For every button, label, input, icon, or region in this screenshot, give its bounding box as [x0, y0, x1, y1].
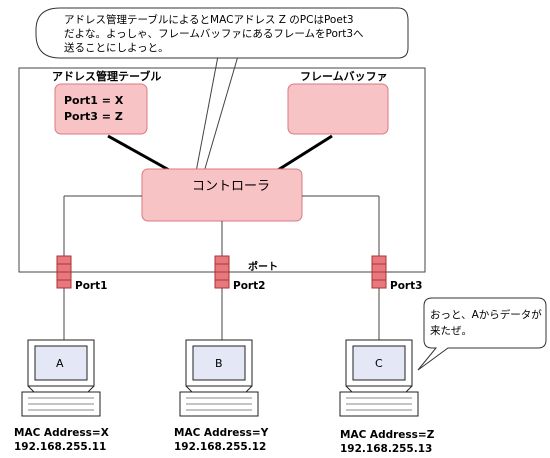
controller-label: コントローラ: [192, 179, 270, 194]
thought-line-2: だよな。よっしゃ、フレームバッファにあるフレームをPort3へ: [64, 28, 364, 40]
frame-buffer-label: フレームバッファ: [300, 70, 388, 83]
port-label: ポート: [248, 260, 278, 273]
speech-line-2: 来たぜ。: [430, 325, 472, 337]
controller-thought-bubble: [35, 7, 409, 59]
address-entry-port1: Port1 = X: [64, 94, 124, 107]
pc-a-screen-label: A: [56, 357, 64, 370]
address-entry-port3: Port3 = Z: [64, 110, 123, 123]
pc-c-speech-bubble: [417, 297, 547, 371]
port1-label: Port1: [75, 280, 107, 292]
port3-label: Port3: [390, 280, 422, 292]
address-table-label: アドレス管理テーブル: [52, 69, 161, 83]
pc-b-mac: MAC Address=Y: [174, 427, 269, 439]
thought-line-3: 送ることにしよっと。: [64, 41, 169, 54]
pc-c-mac: MAC Address=Z: [340, 429, 435, 441]
pc-a: [21, 339, 101, 417]
address-table-box: [54, 83, 148, 135]
port3-connector: [371, 255, 387, 289]
pc-b-ip: 192.168.255.12: [174, 441, 266, 453]
pc-b-screen-label: B: [215, 357, 223, 370]
controller-box: [141, 168, 303, 222]
pc-b: [179, 339, 259, 417]
pc-c-ip: 192.168.255.13: [340, 443, 432, 455]
pc-c: [339, 339, 419, 417]
speech-line-1: おっと、Aからデータが: [430, 308, 542, 321]
port2-connector: [214, 255, 230, 289]
frame-buffer-box: [287, 83, 389, 135]
port1-connector: [56, 255, 72, 289]
pc-c-screen-label: C: [375, 357, 383, 370]
port2-label: Port2: [233, 280, 265, 292]
bubble-pointer-right: [203, 55, 239, 173]
pc-a-ip: 192.168.255.11: [14, 441, 106, 453]
pc-a-mac: MAC Address=X: [14, 427, 109, 439]
thought-line-1: アドレス管理テーブルによるとMACアドレス Z のPCはPoet3: [64, 13, 354, 26]
bubble-pointer-left: [195, 55, 219, 173]
